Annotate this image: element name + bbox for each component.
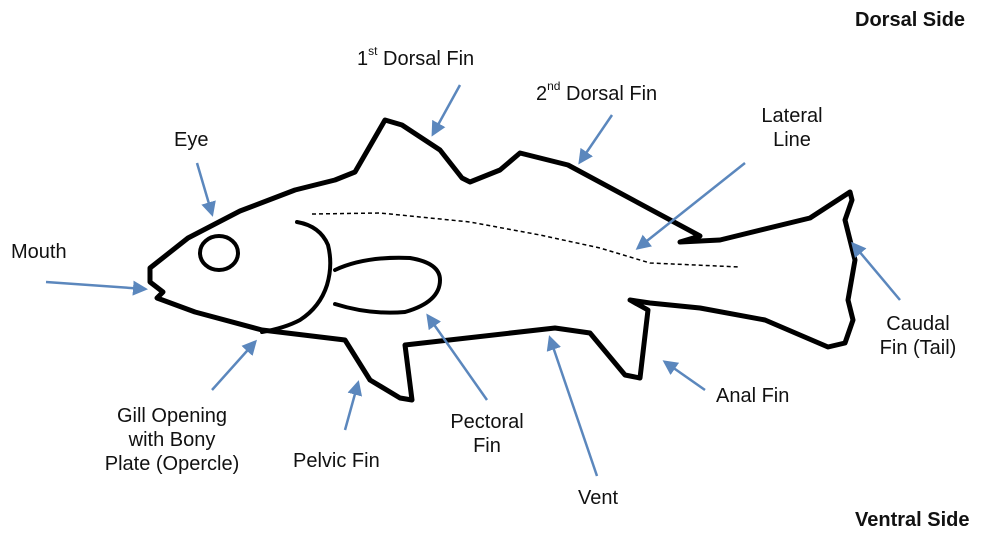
first-dorsal-arrow [433,85,460,134]
second-dorsal-suffix: Dorsal Fin [560,83,657,105]
second-dorsal-sup: nd [547,79,560,93]
vent-arrow [550,338,597,476]
eye-shape [200,236,238,270]
first-dorsal-fin-label: 1st Dorsal Fin [357,47,474,71]
eye-arrow [197,163,212,214]
dorsal-side-label: Dorsal Side [855,8,965,32]
pectoral-fin-label-line2: Fin [432,434,542,458]
gill-opening-label-line3: Plate (Opercle) [92,452,252,476]
pelvic-fin-label: Pelvic Fin [293,449,380,473]
fish-body-outline [150,120,855,400]
eye-label: Eye [174,128,208,152]
second-dorsal-arrow [580,115,612,162]
lateral-line-label-line1: Lateral [752,104,832,128]
lateral-line-label-line2: Line [752,128,832,152]
pectoral-fin-label: Pectoral Fin [432,410,542,458]
pectoral-fin-shape [335,258,440,313]
pectoral-fin-arrow [428,316,487,400]
gill-cover-outline [262,222,330,332]
ventral-side-label: Ventral Side [855,508,970,532]
second-dorsal-fin-label: 2nd Dorsal Fin [536,82,657,106]
caudal-fin-label: Caudal Fin (Tail) [868,312,968,360]
gill-opening-label: Gill Opening with Bony Plate (Opercle) [92,404,252,476]
anal-fin-arrow [665,362,705,390]
caudal-fin-label-line2: Fin (Tail) [868,336,968,360]
gill-opening-label-line2: with Bony [92,428,252,452]
first-dorsal-sup: st [368,44,377,58]
pectoral-fin-label-line1: Pectoral [432,410,542,434]
caudal-fin-label-line1: Caudal [868,312,968,336]
second-dorsal-prefix: 2 [536,83,547,105]
caudal-fin-arrow [853,244,900,300]
first-dorsal-prefix: 1 [357,48,368,70]
pelvic-fin-arrow [345,383,358,430]
lateral-line-label: Lateral Line [752,104,832,152]
gill-opening-label-line1: Gill Opening [92,404,252,428]
gill-opening-arrow [212,342,255,390]
mouth-arrow [46,282,145,289]
first-dorsal-suffix: Dorsal Fin [377,48,474,70]
anal-fin-label: Anal Fin [716,384,789,408]
mouth-label: Mouth [11,240,67,264]
vent-label: Vent [578,486,618,510]
